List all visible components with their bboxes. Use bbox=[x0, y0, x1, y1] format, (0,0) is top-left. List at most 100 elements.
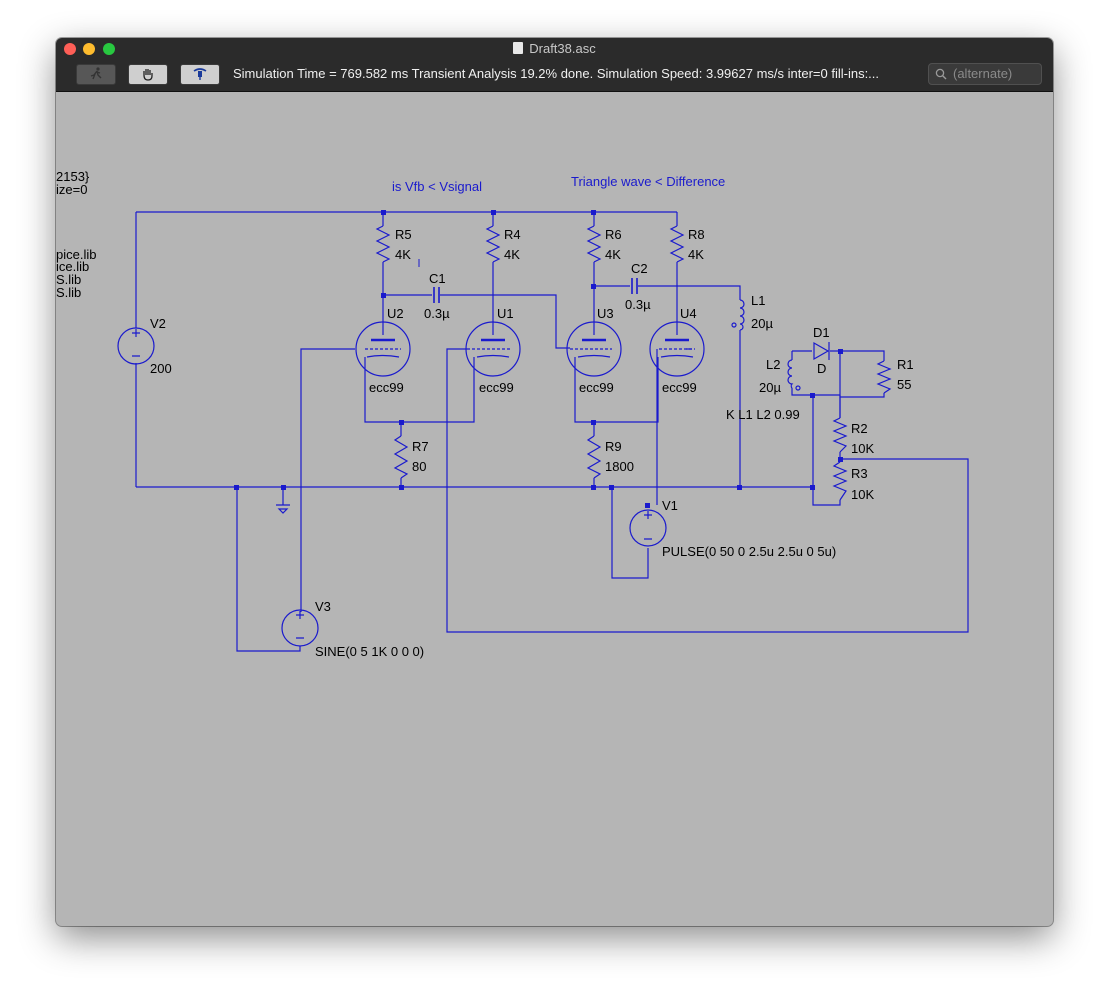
title-bar: Draft38.asc Simulation Time = 769.582 ms… bbox=[56, 38, 1053, 92]
capacitor-symbols bbox=[433, 278, 638, 303]
r4-symbol bbox=[485, 225, 501, 263]
hand-icon bbox=[143, 69, 153, 81]
r5-symbol bbox=[375, 225, 391, 263]
d1-ref: D1 bbox=[813, 325, 830, 340]
r9-ref: R9 bbox=[605, 439, 622, 454]
c2-value: 0.3µ bbox=[625, 297, 651, 312]
r6-value: 4K bbox=[605, 247, 621, 262]
v1-value: PULSE(0 50 0 2.5u 2.5u 0 5u) bbox=[662, 544, 836, 559]
r5-value: 4K bbox=[395, 247, 411, 262]
r7-ref: R7 bbox=[412, 439, 429, 454]
window-title: Draft38.asc bbox=[529, 41, 596, 56]
v1-ref: V1 bbox=[662, 498, 678, 513]
u4-ref: U4 bbox=[680, 306, 697, 321]
r2-symbol bbox=[832, 417, 848, 453]
r4-ref: R4 bbox=[504, 227, 521, 242]
r4-value: 4K bbox=[504, 247, 520, 262]
d1-symbol bbox=[813, 341, 830, 361]
u1-symbol bbox=[465, 321, 521, 377]
fragment-text: S.lib bbox=[56, 272, 81, 287]
r1-symbol bbox=[876, 360, 892, 394]
inductor-symbols bbox=[731, 299, 801, 391]
r8-value: 4K bbox=[688, 247, 704, 262]
r9-symbol bbox=[586, 435, 602, 479]
l2-ref: L2 bbox=[766, 357, 780, 372]
junctions bbox=[234, 210, 843, 508]
u1-ref: U1 bbox=[497, 306, 514, 321]
r1-ref: R1 bbox=[897, 357, 914, 372]
coupling-directive: K L1 L2 0.99 bbox=[726, 407, 800, 422]
l2-value: 20µ bbox=[759, 380, 781, 395]
u2-ref: U2 bbox=[387, 306, 404, 321]
window-title-wrap: Draft38.asc bbox=[56, 41, 1053, 56]
tube-symbols bbox=[355, 321, 705, 377]
l1-symbol bbox=[739, 299, 745, 331]
r1-value: 55 bbox=[897, 377, 911, 392]
r6-ref: R6 bbox=[605, 227, 622, 242]
halt-button[interactable] bbox=[128, 64, 168, 85]
r9-value: 1800 bbox=[605, 459, 634, 474]
ltspice-window: Draft38.asc Simulation Time = 769.582 ms… bbox=[56, 38, 1053, 926]
running-man-icon bbox=[90, 67, 102, 80]
maximize-button[interactable] bbox=[103, 43, 115, 55]
l1-ref: L1 bbox=[751, 293, 765, 308]
v2-symbol bbox=[117, 327, 155, 365]
r6-symbol bbox=[586, 225, 602, 263]
v3-value: SINE(0 5 1K 0 0 0) bbox=[315, 644, 424, 659]
u2-symbol bbox=[355, 321, 411, 377]
r7-symbol bbox=[393, 435, 409, 479]
simulation-status: Simulation Time = 769.582 ms Transient A… bbox=[233, 66, 880, 81]
r8-ref: R8 bbox=[688, 227, 705, 242]
fragment-text: 2153} bbox=[56, 169, 90, 184]
probe-icon bbox=[193, 68, 207, 80]
comment-text: is Vfb < Vsignal bbox=[392, 179, 482, 194]
r2-ref: R2 bbox=[851, 421, 868, 436]
u1-value: ecc99 bbox=[479, 380, 514, 395]
u4-value: ecc99 bbox=[662, 380, 697, 395]
r5-ref: R5 bbox=[395, 227, 412, 242]
v3-ref: V3 bbox=[315, 599, 331, 614]
u3-ref: U3 bbox=[597, 306, 614, 321]
fragment-text: ice.lib bbox=[56, 259, 89, 274]
v2-value: 200 bbox=[150, 361, 172, 376]
close-button[interactable] bbox=[64, 43, 76, 55]
search-icon bbox=[935, 68, 947, 80]
c1-symbol bbox=[433, 287, 440, 303]
l1-value: 20µ bbox=[751, 316, 773, 331]
c2-ref: C2 bbox=[631, 261, 648, 276]
r8-symbol bbox=[669, 225, 685, 263]
source-symbols bbox=[117, 259, 667, 647]
r7-value: 80 bbox=[412, 459, 426, 474]
v3-symbol bbox=[281, 609, 319, 647]
wires bbox=[135, 211, 969, 652]
c1-ref: C1 bbox=[429, 271, 446, 286]
probe-button[interactable] bbox=[180, 64, 220, 85]
r3-ref: R3 bbox=[851, 466, 868, 481]
c1-value: 0.3µ bbox=[424, 306, 450, 321]
r3-value: 10K bbox=[851, 487, 874, 502]
fragment-text: S.lib bbox=[56, 285, 81, 300]
minimize-button[interactable] bbox=[83, 43, 95, 55]
fragment-text: pice.lib bbox=[56, 247, 96, 262]
search-placeholder: (alternate) bbox=[953, 66, 1013, 81]
document-icon bbox=[513, 42, 524, 54]
comment-text: Triangle wave < Difference bbox=[571, 174, 725, 189]
schematic-canvas[interactable]: 2153} ize=0 pice.lib ice.lib S.lib S.lib… bbox=[56, 92, 1053, 926]
run-button[interactable] bbox=[76, 64, 116, 85]
resistor-symbols bbox=[375, 225, 892, 501]
ground-symbol bbox=[276, 504, 290, 514]
fragment-text: ize=0 bbox=[56, 182, 87, 197]
u3-symbol bbox=[566, 321, 622, 377]
r2-value: 10K bbox=[851, 441, 874, 456]
v2-ref: V2 bbox=[150, 316, 166, 331]
u2-value: ecc99 bbox=[369, 380, 404, 395]
labels: 2153} ize=0 pice.lib ice.lib S.lib S.lib… bbox=[56, 169, 914, 659]
u3-value: ecc99 bbox=[579, 380, 614, 395]
l2-symbol bbox=[787, 359, 794, 389]
c2-symbol bbox=[631, 278, 638, 294]
d1-value: D bbox=[817, 361, 826, 376]
u4-symbol bbox=[649, 321, 705, 377]
v1-symbol bbox=[629, 509, 667, 547]
search-field[interactable]: (alternate) bbox=[928, 63, 1042, 85]
r3-symbol bbox=[832, 461, 848, 501]
